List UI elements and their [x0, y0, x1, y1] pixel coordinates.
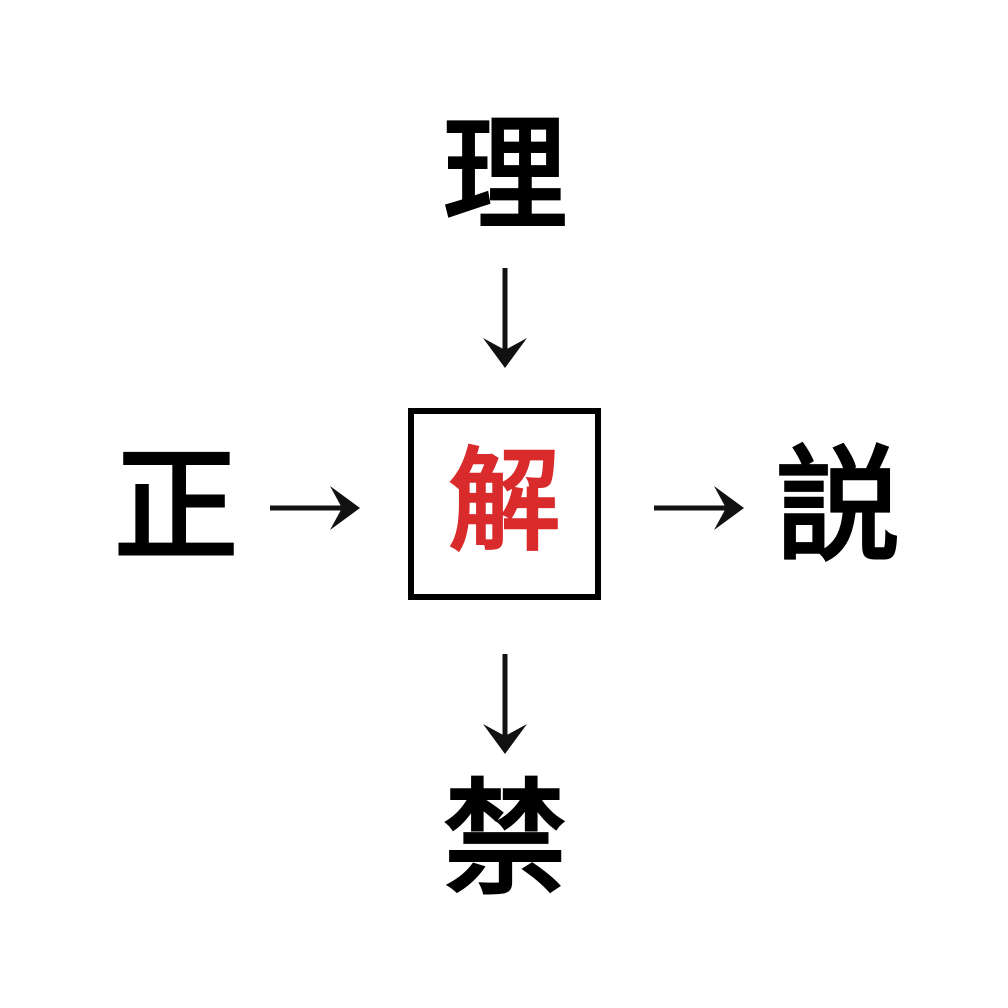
- arrow-left-to-center-icon: [262, 472, 366, 544]
- arrow-top-to-center-icon: [468, 262, 542, 372]
- arrow-center-to-right-icon: [646, 472, 750, 544]
- arrow-center-to-bottom-icon: [468, 648, 542, 758]
- node-top-kanji: 理: [442, 104, 567, 248]
- node-bottom-kanji: 禁: [442, 768, 567, 912]
- node-left-kanji: 正: [113, 435, 238, 579]
- node-right-kanji: 説: [775, 435, 900, 579]
- center-concept-box: 解: [408, 408, 601, 600]
- center-kanji-label: 解: [448, 437, 561, 567]
